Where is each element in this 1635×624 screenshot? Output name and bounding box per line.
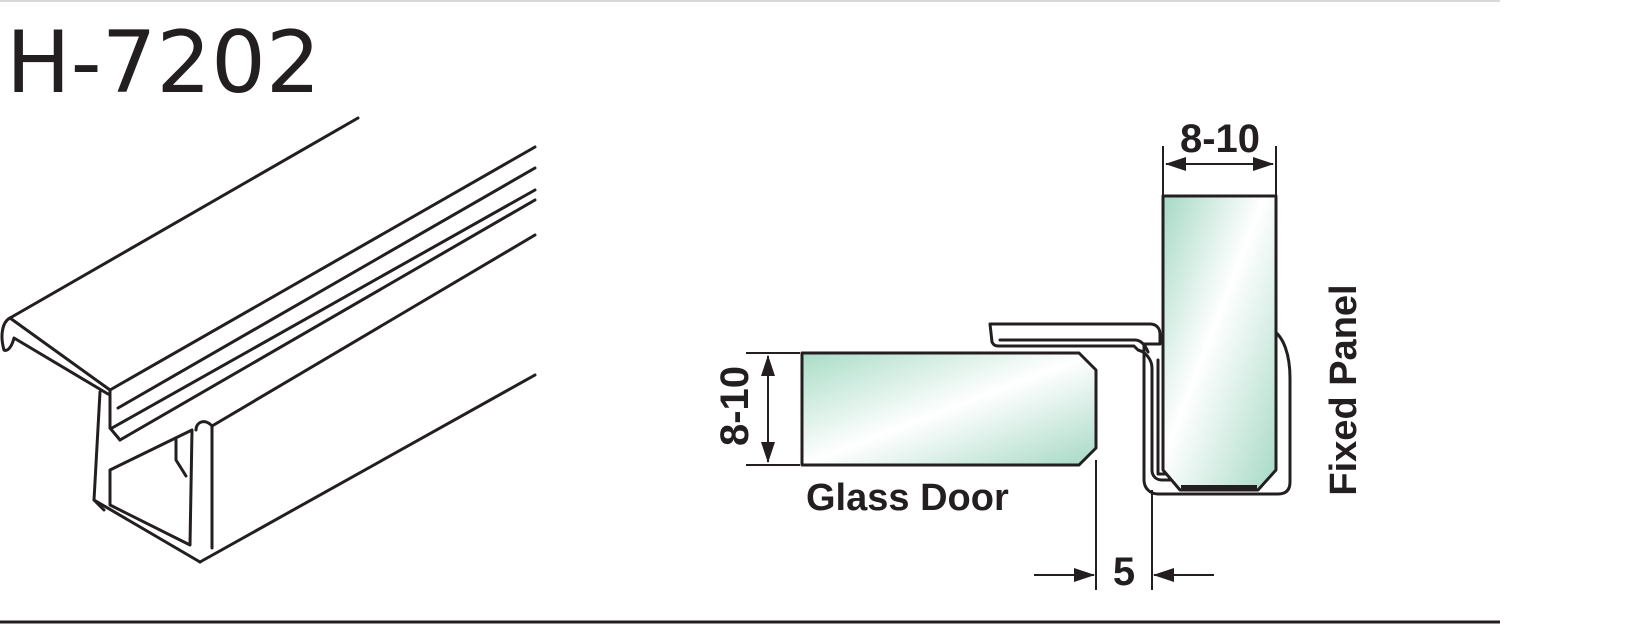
fixed-panel-pane [1161,194,1278,492]
glass-door-label: Glass Door [806,477,1009,519]
product-code: H-7202 [6,13,321,113]
glass-door-pane [800,351,1098,467]
cross-section: 8-10 8-10 5 Glass Door Fixed Panel [713,117,1365,594]
dimension-gap: 5 [1034,460,1214,594]
dimension-fixed-panel: 8-10 [1162,117,1277,196]
dimension-glass-door: 8-10 [713,352,800,466]
gap-value: 5 [1113,550,1135,594]
glass-door-thickness: 8-10 [713,366,757,446]
isometric-profile [0,116,537,564]
fixed-panel-label: Fixed Panel [1323,284,1365,495]
fixed-panel-thickness: 8-10 [1180,117,1260,161]
